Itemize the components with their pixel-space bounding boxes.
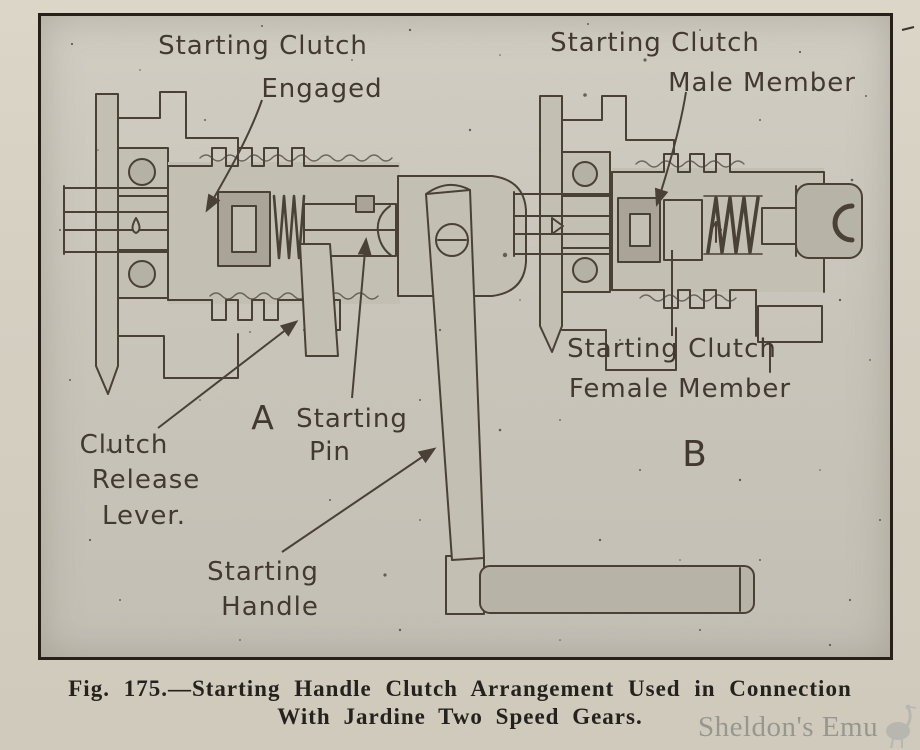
arrow-male-member (654, 91, 687, 207)
mechanism-a (63, 91, 755, 615)
label-handle-line2: Handle (221, 592, 319, 622)
arrow-engaged (205, 99, 263, 213)
label-female-member-line2: Female Member (568, 374, 792, 404)
leader-arrows (157, 91, 687, 553)
label-male-member-line2: Male Member (668, 68, 856, 98)
arrow-release-lever (157, 320, 299, 429)
caption-line1: Fig. 175.—Starting Handle Clutch Arrange… (68, 676, 852, 701)
label-male-member-line1: Starting Clutch (550, 28, 760, 58)
emu-icon (886, 704, 917, 749)
marker-a: A (251, 398, 275, 437)
label-pin-line2: Pin (309, 437, 351, 467)
arrow-starting-pin (351, 237, 372, 399)
label-engaged-line2: Engaged (261, 74, 383, 104)
watermark-text: Sheldon's Emu (698, 710, 879, 743)
watermark: Sheldon's Emu (698, 704, 920, 750)
ink-speckles (59, 23, 881, 647)
figure-caption: Fig. 175.—Starting Handle Clutch Arrange… (0, 676, 920, 730)
label-female-member-line1: Starting Clutch (567, 334, 777, 364)
label-release-line2: Release (91, 465, 201, 495)
arrow-starting-handle (281, 447, 437, 553)
starting-handle-crank (425, 183, 755, 615)
label-pin-line1: Starting (296, 404, 408, 434)
label-release-line3: Lever. (102, 501, 186, 531)
stray-ink-mark (901, 26, 915, 31)
label-release-line1: Clutch (79, 430, 169, 460)
mechanism-b (513, 95, 863, 373)
label-handle-line1: Starting (207, 557, 319, 587)
label-engaged-line1: Starting Clutch (158, 31, 368, 61)
marker-b: B (682, 434, 708, 475)
clutch-release-lever-shape (299, 243, 339, 357)
caption-line2: With Jardine Two Speed Gears. (277, 704, 643, 729)
